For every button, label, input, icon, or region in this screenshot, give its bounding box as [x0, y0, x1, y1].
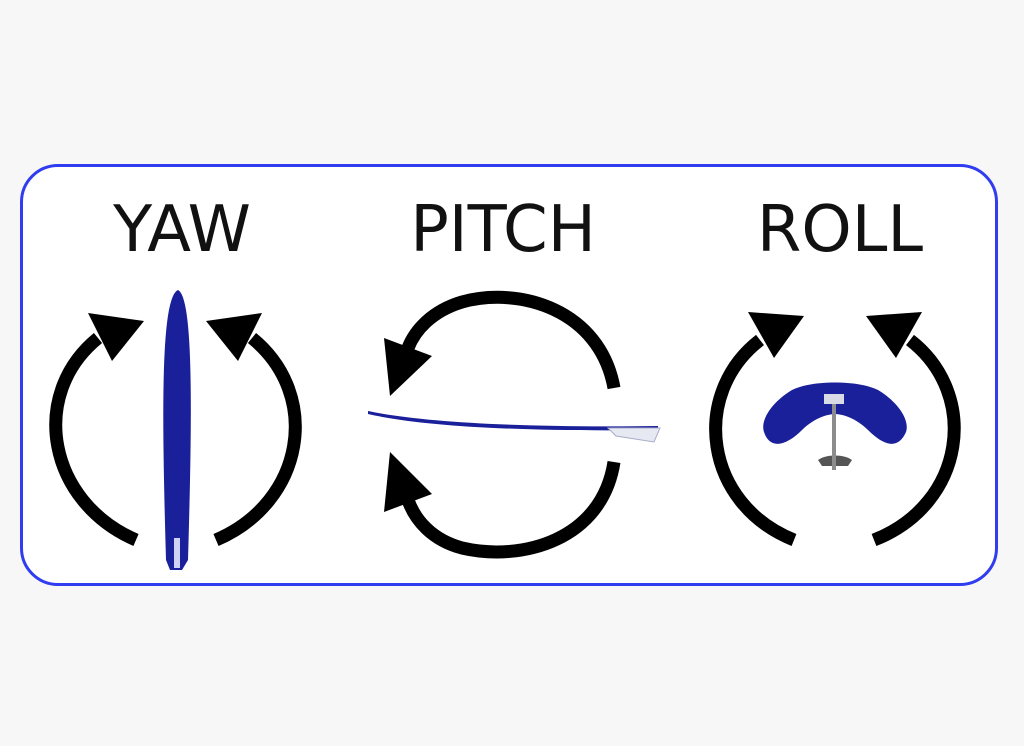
pitch-label: PITCH — [410, 193, 596, 267]
yaw-group — [49, 290, 302, 570]
roll-group — [709, 312, 961, 547]
board-front-view-icon — [763, 382, 907, 470]
board-top-view-icon — [163, 290, 191, 570]
roll-left-rotation-arrow-icon — [709, 312, 804, 547]
yaw-right-rotation-arrow-icon — [206, 313, 302, 546]
yaw-left-rotation-arrow-icon — [49, 313, 144, 546]
roll-label: ROLL — [756, 193, 924, 267]
board-side-view-icon — [368, 411, 661, 443]
pitch-group — [368, 290, 661, 559]
pitch-upper-rotation-arrow-icon — [384, 290, 621, 396]
roll-right-rotation-arrow-icon — [866, 312, 961, 547]
pitch-lower-rotation-arrow-icon — [384, 452, 621, 559]
yaw-label: YAW — [113, 193, 251, 267]
